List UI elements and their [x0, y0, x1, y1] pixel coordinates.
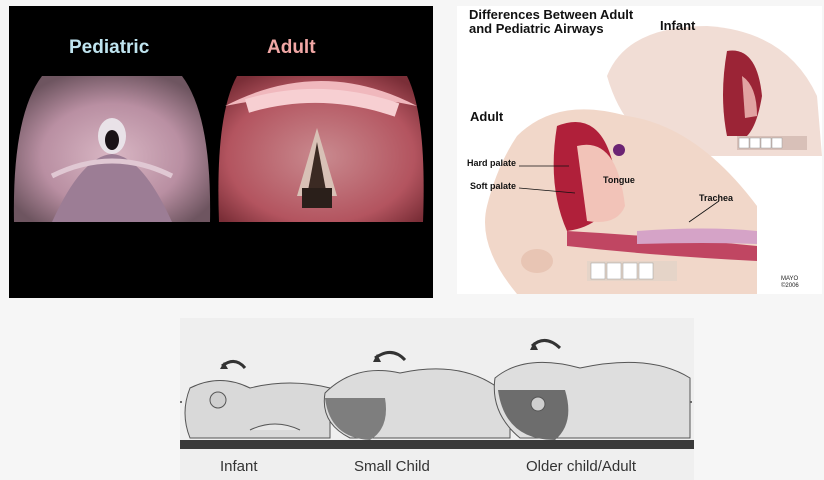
infant-figure [185, 361, 330, 438]
credit-line-1: MAYO [781, 276, 799, 283]
credit-line-2: ©2006 [781, 283, 799, 290]
infant-position-label: Infant [220, 458, 258, 475]
pediatric-title: Pediatric [69, 37, 149, 59]
older-child-figure [494, 340, 690, 440]
older-child-position-label: Older child/Adult [526, 458, 636, 475]
head-positioning-illustration [180, 318, 694, 480]
hard-palate-label: Hard palate [467, 158, 516, 168]
pediatric-larynx-image [12, 76, 212, 222]
soft-palate-label: Soft palate [470, 181, 516, 191]
airway-heading: Differences Between Adult and Pediatric … [469, 8, 649, 36]
adult-airway-label: Adult [470, 109, 503, 124]
small-child-position-label: Small Child [354, 458, 430, 475]
trachea-label: Trachea [699, 193, 733, 203]
small-child-figure [324, 352, 510, 440]
airway-anatomy-illustration [457, 6, 822, 294]
adult-larynx-image [217, 76, 425, 222]
head-positioning-panel: Infant Small Child Older child/Adult [180, 318, 694, 480]
adult-title: Adult [267, 37, 316, 59]
airway-anatomy-panel: Differences Between Adult and Pediatric … [457, 6, 822, 294]
tongue-label: Tongue [603, 175, 635, 185]
illustration-credit: MAYO ©2006 [781, 276, 799, 290]
laryngoscope-comparison-panel: Pediatric Adult [9, 6, 433, 298]
infant-airway-label: Infant [660, 18, 695, 33]
